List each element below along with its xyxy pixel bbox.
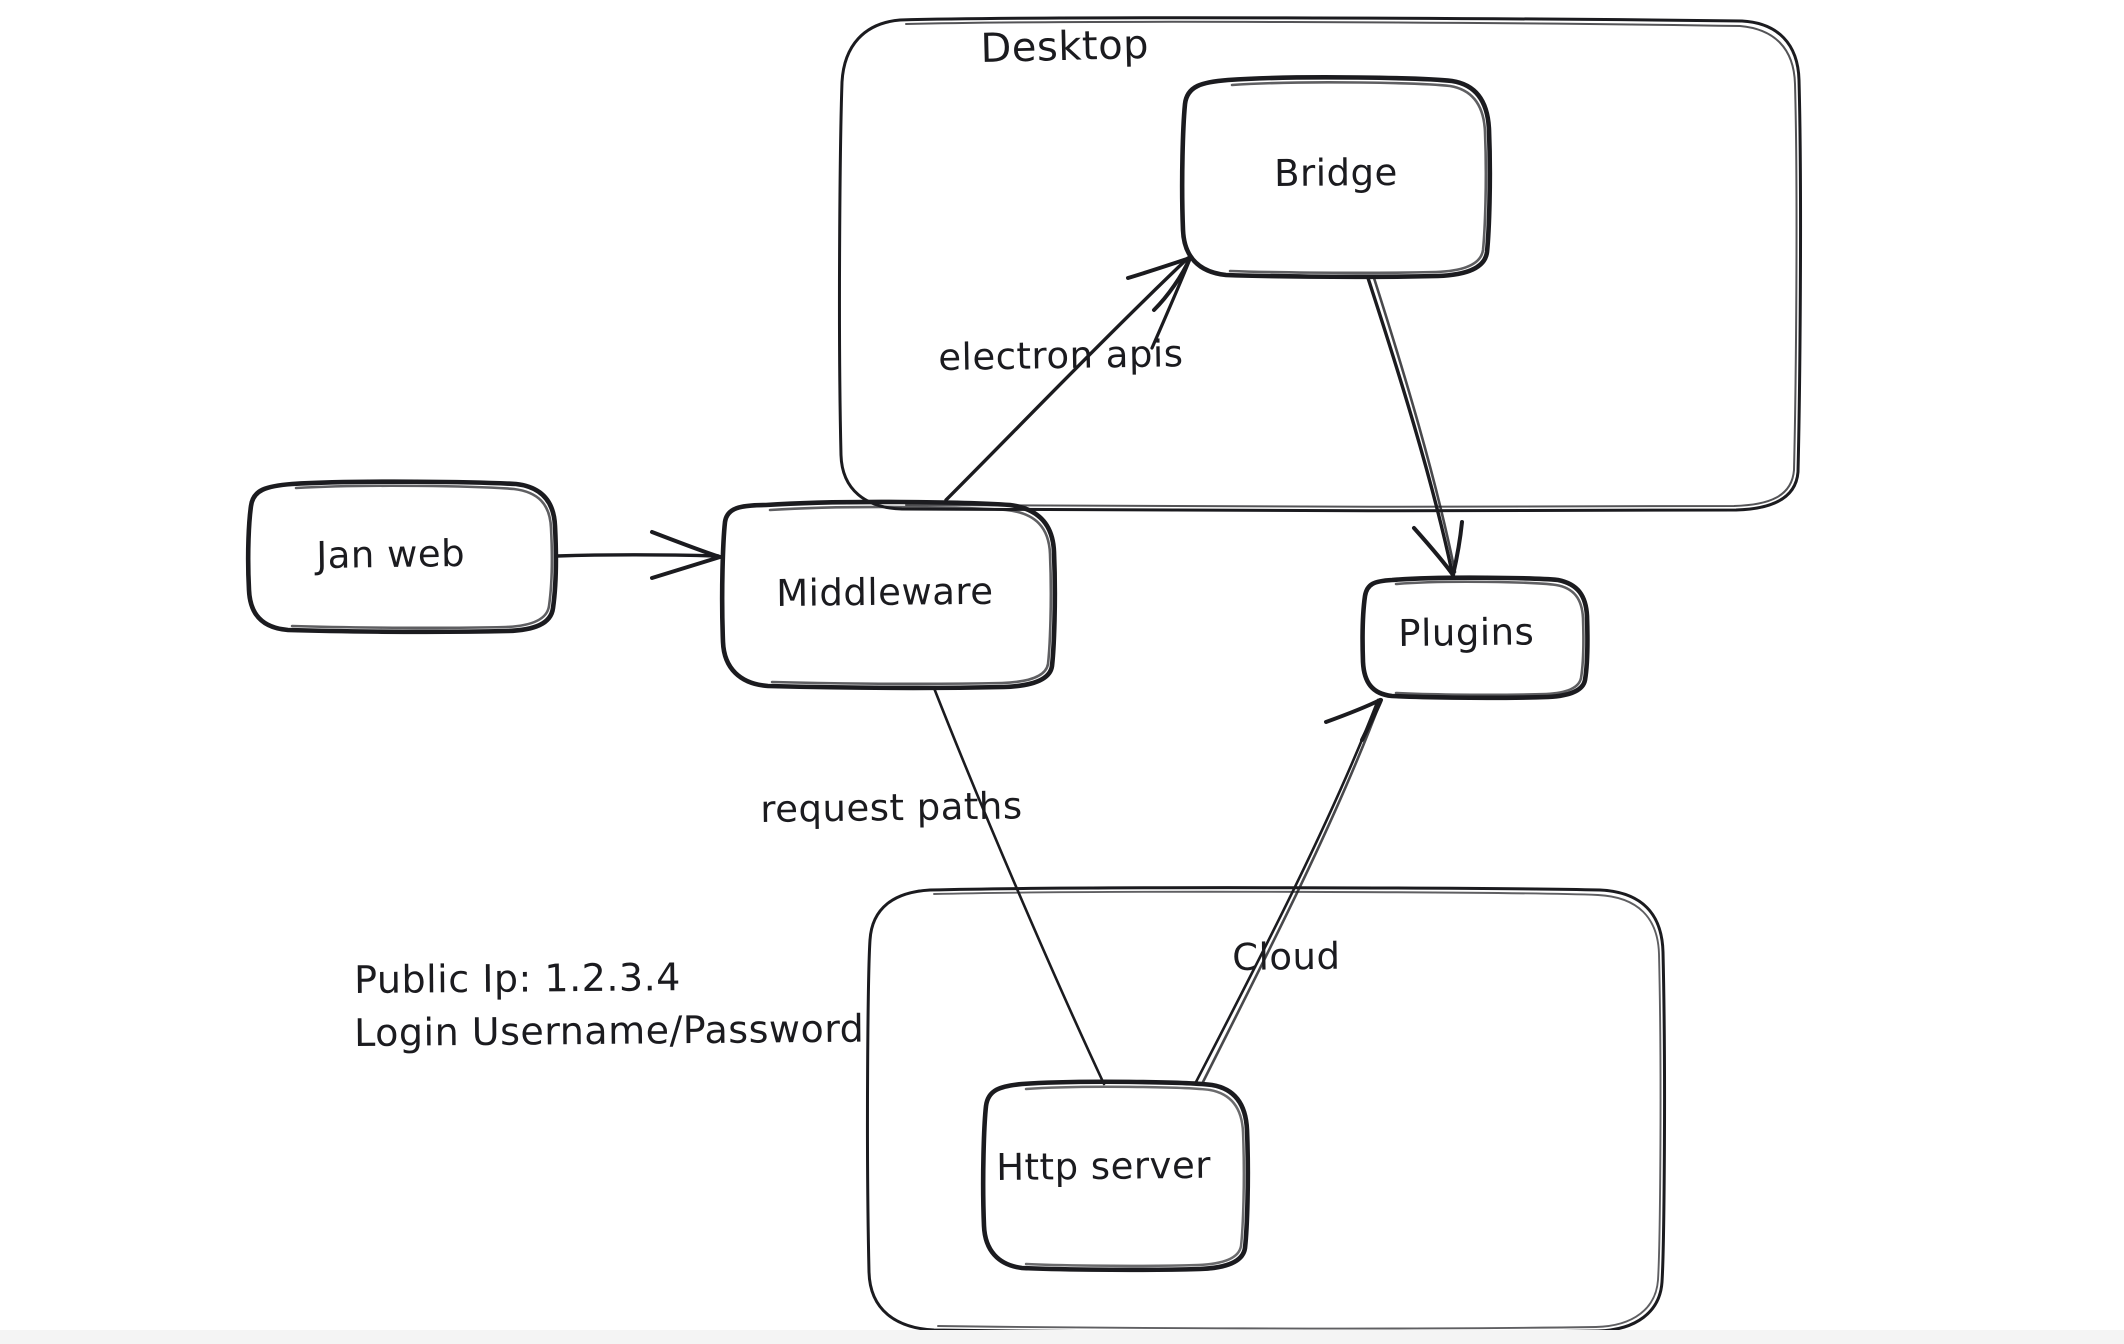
edge-label-electron-apis: electron apis bbox=[938, 332, 1184, 379]
node-jan-web-outline[interactable] bbox=[245, 479, 559, 635]
node-label-http-server: Http server bbox=[996, 1143, 1212, 1189]
credentials-note: Public Ip: 1.2.3.4 Login Username/Passwo… bbox=[354, 955, 864, 1055]
group-label-desktop: Desktop bbox=[980, 21, 1150, 72]
bottom-edge-strip bbox=[0, 1330, 2124, 1344]
group-desktop-outline[interactable] bbox=[837, 16, 1803, 513]
edge-middleware-to-bridge[interactable] bbox=[944, 256, 1192, 502]
node-plugins-outline[interactable] bbox=[1360, 575, 1590, 701]
edge-httpserver-to-plugins[interactable] bbox=[1194, 698, 1383, 1086]
node-bridge-outline[interactable] bbox=[1179, 75, 1493, 280]
node-http-server-outline[interactable] bbox=[980, 1079, 1251, 1273]
edge-bridge-to-plugins[interactable] bbox=[1366, 276, 1464, 577]
node-label-jan-web: Jan web bbox=[316, 531, 466, 577]
note-line-public-ip: Public Ip: 1.2.3.4 bbox=[354, 955, 682, 1002]
edge-janweb-to-middleware[interactable] bbox=[555, 530, 722, 580]
edge-middleware-to-httpserver[interactable] bbox=[932, 686, 1106, 1086]
node-middleware-outline[interactable] bbox=[719, 499, 1058, 691]
edge-label-request-paths: request paths bbox=[760, 784, 1023, 831]
edge-label-cloud: Cloud bbox=[1232, 934, 1341, 979]
node-label-bridge: Bridge bbox=[1274, 150, 1398, 195]
node-label-middleware: Middleware bbox=[776, 569, 994, 615]
node-label-plugins: Plugins bbox=[1398, 610, 1535, 655]
note-line-login: Login Username/Password bbox=[354, 1006, 865, 1055]
